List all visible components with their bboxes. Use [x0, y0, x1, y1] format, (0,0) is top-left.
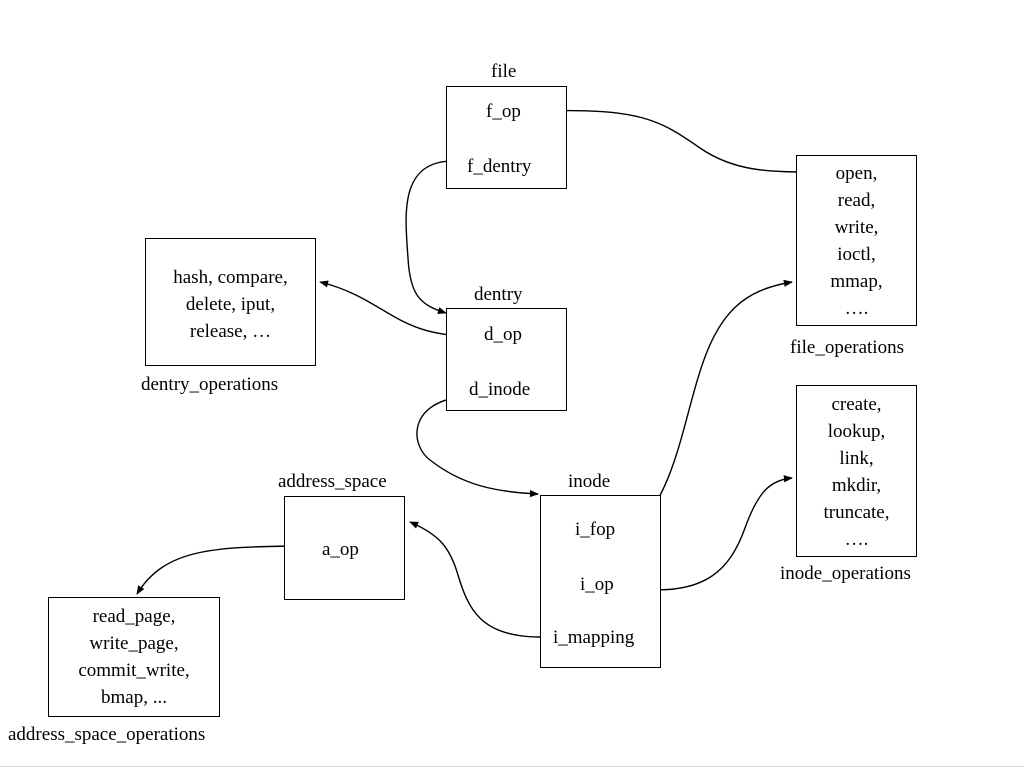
edge-f_dentry-to-dentry: [405, 160, 459, 315]
address-space-operations-item: read_page,: [92, 606, 176, 627]
address-space-operations-caption: address_space_operations: [8, 724, 206, 745]
address-space-operations-item: commit_write,: [78, 660, 190, 681]
inode-operations-item: mkdir,: [831, 475, 882, 496]
bottom-divider: [0, 766, 1024, 767]
file-operations-item: read,: [837, 190, 876, 211]
edge-i_mapping-to-address_space: [409, 521, 541, 638]
node-inode-box: [540, 495, 661, 668]
file-operations-item: write,: [834, 217, 879, 238]
inode-operations-item: link,: [839, 448, 874, 469]
edge-a_op-to-address_space_operations: [136, 545, 301, 595]
edge-i_fop-to-file_operations: [633, 279, 793, 531]
field-a_op: a_op: [322, 539, 359, 560]
address-space-operations-item: write_page,: [89, 633, 179, 654]
file-operations-list: open, read, write, ioctl, mmap, ….: [796, 160, 917, 322]
inode-operations-item: ….: [844, 529, 869, 550]
address-space-operations-box: [48, 597, 220, 717]
field-d_inode: d_inode: [469, 379, 531, 400]
field-d_op: d_op: [484, 324, 522, 345]
address-space-operations-item: bmap, ...: [101, 687, 167, 708]
dentry-operations-item: release, …: [189, 321, 272, 342]
dentry-operations-box: [145, 238, 316, 366]
inode-operations-item: create,: [831, 394, 882, 415]
field-i_mapping: i_mapping: [553, 627, 635, 648]
node-file-box: [446, 86, 567, 189]
inode-operations-item: lookup,: [827, 421, 886, 442]
node-inode-title: inode: [568, 471, 611, 492]
file-operations-item: open,: [835, 163, 878, 184]
edge-d_op-to-dentry_operations: [319, 280, 471, 337]
edge-f_op-to-file_operations: [539, 109, 819, 176]
field-f_dentry: f_dentry: [467, 156, 532, 177]
file-operations-item: ….: [844, 298, 869, 319]
node-dentry-box: [446, 308, 567, 411]
inode-operations-caption: inode_operations: [780, 563, 911, 584]
field-i_fop: i_fop: [575, 519, 616, 540]
edge-d_inode-to-inode: [416, 396, 539, 498]
inode-operations-item: truncate,: [823, 502, 890, 523]
inode-operations-list: create, lookup, link, mkdir, truncate, ……: [796, 391, 917, 553]
dentry-operations-caption: dentry_operations: [141, 374, 279, 395]
node-dentry-title: dentry: [474, 284, 523, 305]
file-operations-item: mmap,: [830, 271, 883, 292]
node-file-title: file: [491, 61, 517, 82]
dentry-operations-item: delete, iput,: [185, 294, 276, 315]
node-address-space-title: address_space: [278, 471, 387, 492]
file-operations-box: [796, 155, 917, 326]
field-i_op: i_op: [580, 574, 614, 595]
field-f_op: f_op: [486, 101, 521, 122]
dentry-operations-list: hash, compare, delete, iput, release, …: [145, 264, 316, 345]
node-address-space-box: [284, 496, 405, 600]
dentry-operations-item: hash, compare,: [173, 267, 288, 288]
edge-i_op-to-inode_operations: [639, 475, 793, 591]
file-operations-item: ioctl,: [837, 244, 876, 265]
file-operations-caption: file_operations: [790, 337, 904, 358]
inode-operations-box: [796, 385, 917, 557]
address-space-operations-list: read_page, write_page, commit_write, bma…: [48, 603, 220, 711]
